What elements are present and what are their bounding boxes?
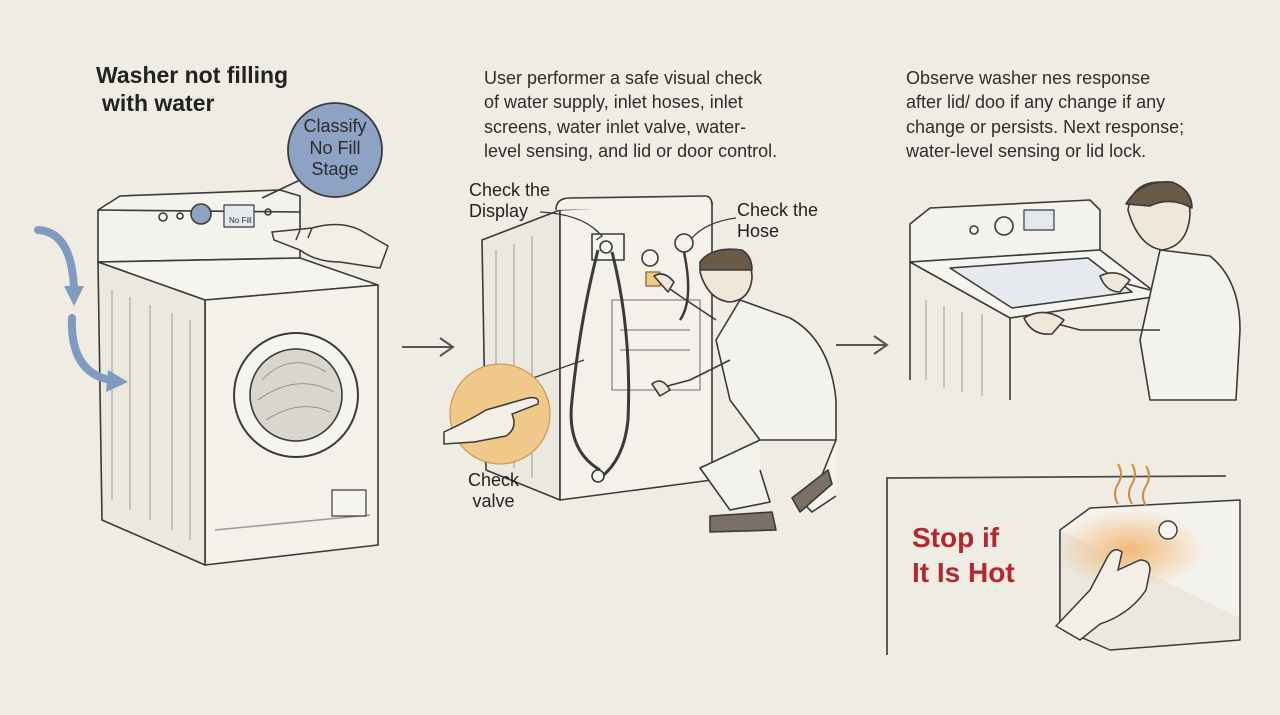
technician-crouching-icon — [651, 248, 837, 533]
heat-waves-icon — [1114, 463, 1150, 507]
callout-display-line-1: Check the — [469, 180, 551, 200]
hot-warning-box — [886, 463, 1241, 655]
person-observing-icon — [1023, 181, 1241, 401]
step3-description: Observe washer nes response after lid/ d… — [906, 66, 1236, 163]
classify-line-2: No Fill — [309, 137, 361, 158]
callout-check-valve: Check valve — [468, 470, 519, 511]
problem-title-line-2: with water — [102, 89, 215, 116]
problem-title-line-1: Washer not filling — [96, 62, 289, 88]
step-arrow-2 — [836, 335, 889, 355]
step2-line-2: of water supply, inlet hoses, inlet — [484, 92, 743, 113]
callout-valve-line-2: valve — [472, 490, 515, 511]
callout-check-display: Check the Display — [469, 180, 550, 221]
classify-bubble — [261, 102, 383, 199]
callout-display-line-2: Display — [469, 200, 529, 221]
hand-touching-icon — [1054, 549, 1151, 641]
washer-display-text: No Fill — [229, 216, 252, 225]
callout-leaders — [532, 211, 737, 379]
step3-line-1: Observe washer nes response — [906, 68, 1151, 88]
step3-line-4: water-level sensing or lid lock. — [906, 140, 1147, 161]
problem-title: Washer not filling with water — [96, 62, 288, 117]
valve-highlight-circle — [443, 363, 551, 465]
classify-label: Classify No Fill Stage — [287, 116, 383, 181]
callout-check-hose: Check the Hose — [737, 200, 818, 241]
hand-pressing-button-icon — [271, 223, 389, 269]
callout-hose-line-1: Check the — [737, 200, 819, 220]
hot-warning-line-2: It Is Hot — [912, 557, 1015, 588]
washer-top-load — [909, 199, 1161, 400]
step-arrow-1 — [402, 337, 455, 357]
hot-warning-line-1: Stop if — [912, 522, 1000, 553]
callout-valve-line-1: Check — [468, 470, 520, 490]
hot-warning-text: Stop if It Is Hot — [912, 520, 1015, 590]
classify-line-1: Classify — [303, 116, 367, 136]
step2-line-4: level sensing, and lid or door control. — [484, 140, 778, 161]
classify-line-3: Stage — [311, 159, 359, 180]
step2-line-1: User performer a safe visual check — [484, 68, 763, 88]
washer-rear-view — [481, 195, 713, 501]
step3-line-3: change or persists. Next response; — [906, 116, 1185, 137]
step2-description: User performer a safe visual check of wa… — [484, 66, 824, 163]
washer-front-load — [97, 189, 379, 566]
step2-line-3: screens, water inlet valve, water- — [484, 116, 747, 137]
step3-line-2: after lid/ doo if any change if any — [906, 92, 1166, 113]
water-flow-arrows-icon — [34, 226, 128, 392]
callout-hose-line-2: Hose — [737, 220, 780, 241]
